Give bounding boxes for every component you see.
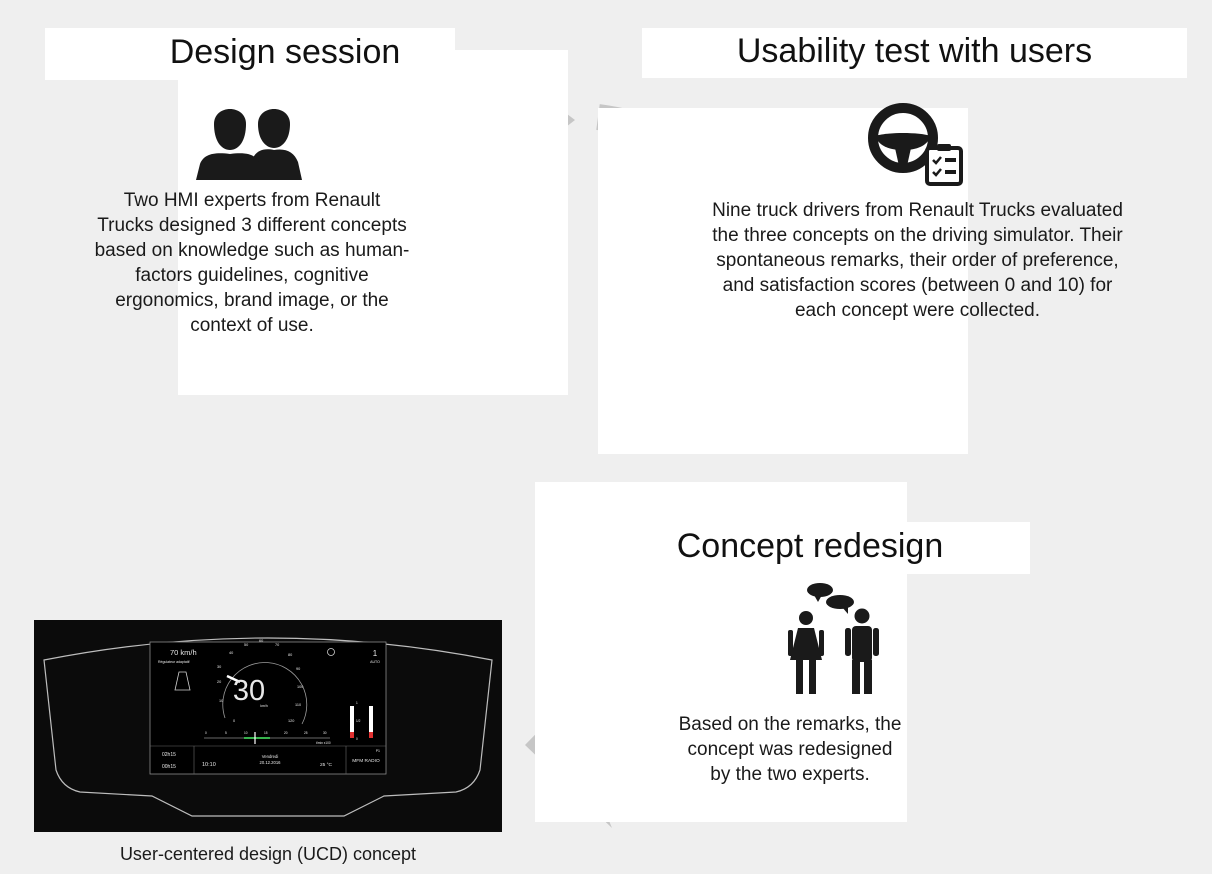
gauge-tick: 40 <box>229 651 233 655</box>
rpm-tick: 15 <box>264 731 268 735</box>
regulator-label: Régulateur adaptatif <box>158 660 190 664</box>
design-session-panel <box>178 50 568 395</box>
dashboard-screen <box>149 641 387 775</box>
radio-station: MFM RADIO <box>352 758 380 764</box>
rest-time: 00h15 <box>162 764 176 770</box>
text-line: context of use. <box>190 315 314 336</box>
usability-test-title: Usability test with users <box>736 32 1093 70</box>
rpm-tick: 20 <box>284 731 288 735</box>
speed-unit: km/h <box>260 704 268 708</box>
gauge-tick: 0 <box>233 719 235 723</box>
design-session-title: Design session <box>169 33 401 71</box>
text-line: each concept were collected. <box>794 300 1041 321</box>
settings-icon <box>327 648 335 656</box>
lane-assist-icon <box>174 671 191 691</box>
speed-value: 30 <box>233 675 265 707</box>
fuel-mark: 1/2 <box>356 719 361 723</box>
gauge-tick: 70 <box>275 643 279 647</box>
concept-redesign-text: Based on the remarks, the concept was re… <box>640 712 940 787</box>
concept-redesign-title: Concept redesign <box>676 527 944 565</box>
rpm-tick: 30 <box>323 731 327 735</box>
steering-wheel-checklist-icon <box>868 103 963 186</box>
driving-time: 02h15 <box>162 752 176 758</box>
speedometer-needle <box>226 674 241 684</box>
text-line: concept was redesigned <box>687 739 893 760</box>
gear-mode: AUTO <box>370 660 380 664</box>
gauge-tick: 110 <box>295 703 301 707</box>
text-line: Trucks designed 3 different concepts <box>97 215 407 236</box>
usability-test-title-box <box>642 28 1187 78</box>
rpm-tick: 10 <box>244 731 248 735</box>
dashboard-outline <box>43 637 493 817</box>
ucd-dashboard: 70 km/h Régulateur adaptatif 30 km/h 0 1… <box>34 620 502 832</box>
text-line: ergonomics, brand image, or the <box>115 290 389 311</box>
gauge-tick: 30 <box>217 665 221 669</box>
text-line: Based on the remarks, the <box>678 714 902 735</box>
design-session-text: Two HMI experts from Renault Trucks desi… <box>42 188 462 338</box>
speedometer-arc <box>222 662 308 725</box>
rpm-tick: 0 <box>205 731 207 735</box>
rpm-tick: 25 <box>304 731 308 735</box>
clock: 10:10 <box>202 762 216 768</box>
fuel-mark: 0 <box>356 737 358 741</box>
ucd-concept-caption: User-centered design (UCD) concept <box>119 844 417 864</box>
text-line: Two HMI experts from Renault <box>123 190 381 211</box>
temperature: 25 °C <box>320 762 333 768</box>
gauge-tick: 50 <box>244 643 248 647</box>
day: Vendredi <box>262 754 279 759</box>
text-line: spontaneous remarks, their order of pref… <box>716 250 1119 271</box>
rpm-tick: 5 <box>225 731 227 735</box>
usability-test-text: Nine truck drivers from Renault Trucks e… <box>640 198 1195 323</box>
date: 20.12.2016 <box>260 760 282 765</box>
speed-limit: 70 km/h <box>170 648 197 657</box>
text-line: the three concepts on the driving simula… <box>712 225 1123 246</box>
text-line: based on knowledge such as human- <box>94 240 410 261</box>
text-line: and satisfaction scores (between 0 and 1… <box>722 275 1113 296</box>
gauge-tick: 60 <box>259 639 263 643</box>
gauge-bar-left <box>350 706 354 738</box>
gauge-tick: 90 <box>296 667 300 671</box>
gauge-tick: 20 <box>217 680 221 684</box>
text-line: factors guidelines, cognitive <box>135 265 369 286</box>
gauge-tick: 100 <box>297 685 303 689</box>
gauge-tick: 80 <box>288 653 292 657</box>
rpm-unit: t/min x100 <box>316 741 331 745</box>
two-people-talking-icon <box>788 583 879 694</box>
two-people-silhouette-icon <box>196 109 302 180</box>
gauge-tick: 120 <box>288 719 294 723</box>
gauge-bar-right <box>369 706 373 738</box>
radio-preset: P1 <box>376 749 380 753</box>
concept-redesign-title-box <box>660 522 1030 574</box>
gauge-tick: 10 <box>219 699 223 703</box>
fuel-mark: 1 <box>356 701 358 705</box>
text-line: by the two experts. <box>710 764 870 785</box>
text-line: Nine truck drivers from Renault Trucks e… <box>712 200 1123 221</box>
gear-value: 1 <box>373 649 378 658</box>
